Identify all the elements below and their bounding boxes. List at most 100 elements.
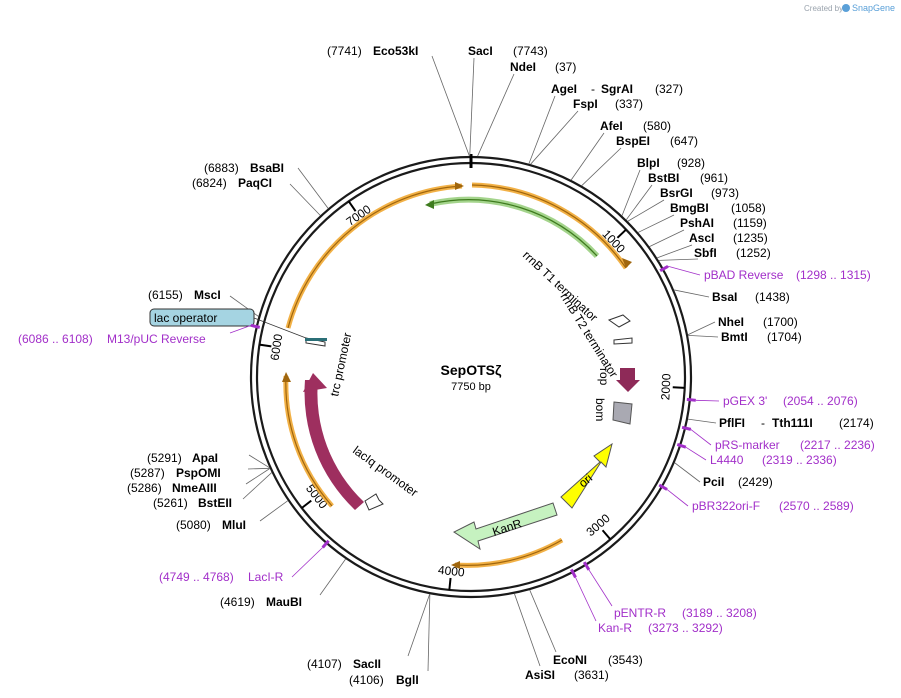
site-name-pshai[interactable]: PshAI [680, 216, 714, 230]
site-name-apai[interactable]: ApaI [192, 451, 218, 465]
rrnb-t1-terminator-icon [607, 314, 631, 328]
site-leader-line [658, 258, 699, 261]
laci-label: lacI [327, 434, 346, 456]
site-leader-line [674, 462, 701, 483]
site-name-paqci[interactable]: PaqCI [238, 176, 272, 190]
kanr-cds-arrow [452, 502, 558, 551]
tick-mark [616, 228, 627, 239]
site-pos-nhei: (1700) [763, 315, 798, 329]
primer-name-pgex-3[interactable]: pGEX 3' [723, 394, 767, 408]
primer-name-pbad-reverse[interactable]: pBAD Reverse [704, 268, 784, 282]
site-name-agei[interactable]: AgeI [551, 82, 577, 96]
primer-name-l4440[interactable]: L4440 [710, 453, 744, 467]
primer-binding-mark [659, 264, 669, 272]
primer-range-prs-marker: (2217 .. 2236) [800, 438, 875, 452]
primer-binding-mark [686, 397, 696, 402]
site-leader-line [427, 594, 431, 672]
site-leader-line [242, 472, 272, 500]
site-pos-econi: (3543) [608, 653, 643, 667]
site-name-blpi[interactable]: BlpI [637, 156, 660, 170]
primer-leader-line [690, 429, 712, 446]
green-cds-arc-core [429, 199, 598, 257]
site-name-ndei[interactable]: NdeI [510, 60, 536, 74]
site-name-sacii[interactable]: SacII [353, 657, 381, 671]
site-name-bsteii[interactable]: BstEII [198, 496, 232, 510]
primer-range-kan-r: (3273 .. 3292) [648, 621, 723, 635]
primer-range-l4440: (2319 .. 2336) [762, 453, 837, 467]
site-pos-agei: (327) [655, 82, 683, 96]
primer-range-m13-puc-reverse: (6086 .. 6108) [18, 332, 93, 346]
site-leader-line [687, 418, 717, 424]
tick-mark [448, 577, 452, 591]
site-name-bsrgi[interactable]: BsrGI [660, 186, 693, 200]
site-name-bsabi[interactable]: BsaBI [250, 161, 284, 175]
primer-leader-line [229, 324, 252, 334]
site-name-bsai[interactable]: BsaI [712, 290, 737, 304]
site-name-mlui[interactable]: MluI [222, 518, 246, 532]
site-name-asisi[interactable]: AsiSI [525, 668, 555, 682]
bom-feature-box [612, 401, 633, 425]
site-leader-line [581, 147, 622, 187]
site-name-maubi[interactable]: MauBI [266, 595, 302, 609]
site-pos-mlui: (5080) [176, 518, 211, 532]
primer-name-m13-puc-reverse[interactable]: M13/pUC Reverse [107, 332, 206, 346]
site-name-bgli[interactable]: BglI [396, 673, 419, 687]
primer-binding-mark [570, 568, 577, 579]
primer-leader-line [291, 547, 323, 578]
site-name-pcii[interactable]: PciI [703, 475, 724, 489]
site-pos-bsabi: (6883) [204, 161, 239, 175]
primer-range-pgex-3: (2054 .. 2076) [783, 394, 858, 408]
site-name-afei[interactable]: AfeI [600, 119, 623, 133]
site-name-fspi[interactable]: FspI [573, 97, 598, 111]
orange-orf-arrow-top-right [622, 258, 632, 268]
watermark-brand: SnapGene [852, 3, 895, 13]
site-pos-bsrgi: (973) [711, 186, 739, 200]
site-name-bmgbi[interactable]: BmgBI [670, 201, 709, 215]
lac-operator-label: lac operator [154, 311, 217, 325]
site-dash-agei: - [591, 82, 595, 96]
primer-name-pentr-r[interactable]: pENTR-R [614, 606, 666, 620]
primer-name-laci-r[interactable]: LacI-R [248, 570, 284, 584]
site-name-eco53ki[interactable]: Eco53kI [373, 44, 418, 58]
site-name-bmti[interactable]: BmtI [721, 330, 748, 344]
orange-orf-arc-top-left [285, 183, 463, 329]
orange-orf-arc-top-right [471, 182, 629, 270]
site-leader-line [431, 55, 470, 157]
site-name-bstbi[interactable]: BstBI [648, 171, 679, 185]
site-pos-afei: (580) [643, 119, 671, 133]
orange-orf-arc-top-right-core [471, 184, 627, 269]
site-name-asci[interactable]: AscI [689, 231, 714, 245]
primer-leader-line [575, 577, 597, 622]
primer-name-pbr322ori-f[interactable]: pBR322ori-F [692, 499, 760, 513]
site-name-msci[interactable]: MscI [194, 288, 221, 302]
site-name-saci[interactable]: SacI [468, 44, 493, 58]
site-pos-bgli: (4106) [349, 673, 384, 687]
site-name-pspomi[interactable]: PspOMI [176, 466, 221, 480]
site-leader-line [656, 244, 693, 259]
restriction-site-labels: (7741) Eco53kI SacI (7743) NdeI (37) Age… [127, 44, 874, 687]
site-leader-line [688, 335, 719, 338]
site-pos-ndei: (37) [555, 60, 576, 74]
site-leader-line [407, 593, 431, 657]
rrnb-t1-label: rrnB T1 terminator [520, 248, 601, 324]
site-name-sbfi[interactable]: SbfI [694, 246, 717, 260]
trc-promoter-label: trc promoter [327, 331, 354, 397]
site-name-nhei[interactable]: NheI [718, 315, 744, 329]
site-leader-line [649, 229, 685, 247]
site-name-econi[interactable]: EcoNI [553, 653, 587, 667]
site-pos-bstbi: (961) [700, 171, 728, 185]
site-name-sgrai[interactable]: SgrAI [601, 82, 633, 96]
site-name-tth111i[interactable]: Tth111I [772, 416, 813, 430]
site-leader-line [637, 214, 675, 233]
orange-orf-arrow-bottom [451, 561, 460, 569]
site-name-bspei[interactable]: BspEI [616, 134, 650, 148]
site-pos-eco53ki: (7741) [327, 44, 362, 58]
site-name-nmeaiii[interactable]: NmeAIII [172, 481, 217, 495]
primer-name-prs-marker[interactable]: pRS-marker [715, 438, 780, 452]
primer-leader-lines [229, 264, 720, 622]
tick-mark [672, 386, 685, 389]
site-name-pflfi[interactable]: PflFI [719, 416, 745, 430]
site-leader-line [477, 73, 515, 157]
primer-name-kan-r[interactable]: Kan-R [598, 621, 632, 635]
primer-range-laci-r: (4749 .. 4768) [159, 570, 234, 584]
